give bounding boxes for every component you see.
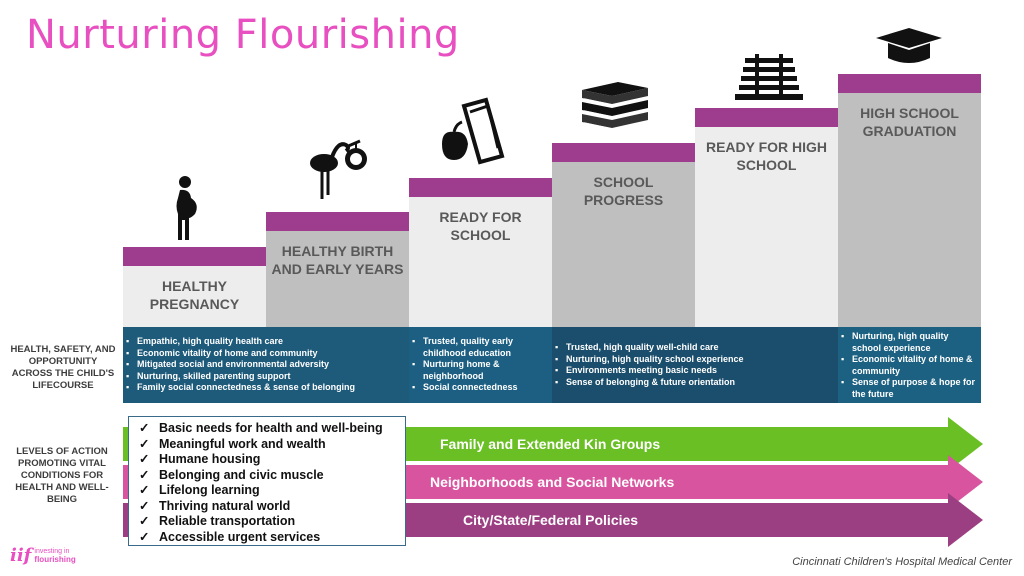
checklist-item: ✓Belonging and civic muscle [139, 467, 324, 482]
band-item: Environments meeting basic needs [555, 365, 838, 377]
page-title: Nurturing Flourishing [26, 12, 460, 58]
levels-of-action-label: LEVELS OF ACTION PROMOTING VITAL CONDITI… [15, 446, 109, 505]
step-body [838, 93, 981, 327]
arrow-head [948, 493, 983, 547]
checklist-item: ✓Lifelong learning [139, 483, 260, 497]
band-item: Empathic, high quality health care [126, 336, 409, 348]
pregnant-woman-icon [176, 176, 197, 240]
check-icon: ✓ [139, 498, 150, 513]
step-body [409, 197, 552, 327]
band-item: Trusted, quality early childhood educati… [412, 336, 546, 359]
step-cap [266, 212, 409, 231]
band-item: Nurturing, skilled parenting support [126, 371, 409, 383]
check-icon: ✓ [139, 483, 150, 497]
apple-and-books-icon [442, 97, 505, 165]
arrow-label: Family and Extended Kin Groups [440, 436, 661, 452]
checklist-item: ✓Basic needs for health and well-being [139, 421, 383, 435]
band-item: Nurturing, high quality school experienc… [555, 354, 838, 366]
conditions-band-early: Empathic, high quality health care Econo… [123, 327, 409, 403]
step-cap [695, 108, 838, 127]
step-body [695, 127, 838, 327]
band-item: Family social connectedness & sense of b… [126, 382, 409, 394]
band-item: Mitigated social and environmental adver… [126, 359, 409, 371]
footer-credit: Cincinnati Children's Hospital Medical C… [792, 556, 1012, 568]
checklist-item: ✓Meaningful work and wealth [139, 436, 326, 451]
logo-mark: iif [10, 545, 32, 566]
step-body [266, 231, 409, 327]
book-stack-icon [582, 82, 648, 130]
checklist-item: ✓Accessible urgent services [139, 529, 321, 544]
band-item: Trusted, high quality well-child care [555, 342, 838, 354]
stork-icon [310, 139, 367, 199]
step-body [552, 162, 695, 327]
step-cap [838, 74, 981, 93]
check-icon: ✓ [139, 529, 150, 544]
band-item: Sense of belonging & future orientation [555, 377, 838, 389]
checklist-item: ✓Humane housing [139, 452, 261, 466]
band-item: Economic vitality of home and community [126, 348, 409, 360]
arrow-label: City/State/Federal Policies [463, 512, 639, 528]
band-item: Social connectedness [412, 382, 546, 394]
vital-conditions-checklist: ✓Basic needs for health and well-being ✓… [128, 416, 406, 546]
investing-in-flourishing-logo: iif investing in flourishing [10, 545, 76, 566]
logo-text-line2: flourishing [34, 554, 76, 564]
checklist-item: ✓Reliable transportation [139, 514, 296, 528]
step-cap [123, 247, 266, 266]
conditions-band-school-progress: Trusted, high quality well-child care Nu… [552, 327, 838, 403]
band-item: Nurturing home & neighborhood [412, 359, 546, 382]
step-cap [552, 143, 695, 162]
conditions-band-school-ready: Trusted, quality early childhood educati… [409, 327, 552, 403]
band-item: Nurturing, high quality school experienc… [841, 331, 975, 354]
railroad-track-icon [735, 54, 803, 100]
band-item: Sense of purpose & hope for the future [841, 377, 975, 400]
band-item: Economic vitality of home & community [841, 354, 975, 377]
arrow-label: Neighborhoods and Social Networks [430, 474, 675, 490]
checklist-item: ✓Thriving natural world [139, 498, 291, 513]
graduation-cap-icon [876, 28, 942, 63]
check-icon: ✓ [139, 421, 150, 435]
conditions-band-high-school: Nurturing, high quality school experienc… [838, 327, 981, 403]
health-safety-label: HEALTH, SAFETY, AND OPPORTUNITY ACROSS T… [10, 344, 116, 391]
check-icon: ✓ [139, 452, 150, 466]
logo-text-line1: investing in [34, 547, 70, 555]
step-cap [409, 178, 552, 197]
step-body [123, 266, 266, 327]
check-icon: ✓ [139, 514, 150, 528]
check-icon: ✓ [139, 436, 150, 451]
check-icon: ✓ [139, 467, 150, 482]
